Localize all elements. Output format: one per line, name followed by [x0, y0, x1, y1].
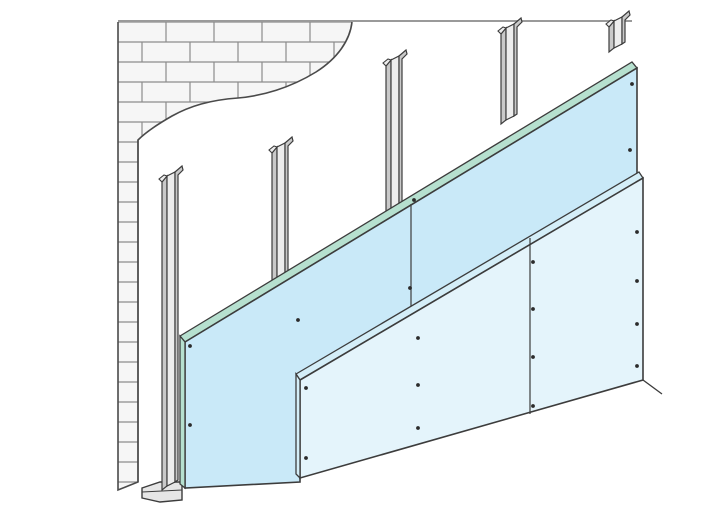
floor-corner-line: [642, 379, 663, 395]
screw: [630, 82, 634, 86]
screw: [531, 355, 535, 359]
screw: [412, 198, 416, 202]
screw: [628, 148, 632, 152]
stud-flange: [513, 16, 523, 118]
screw: [635, 230, 639, 234]
stud-face: [613, 16, 623, 49]
floor-track-edge: [141, 489, 183, 493]
stud-face: [166, 171, 176, 487]
stud-lip: [382, 58, 392, 67]
stud-lip: [158, 174, 168, 183]
stud-web: [161, 174, 168, 492]
stud-face: [505, 23, 515, 121]
floor-track: [141, 481, 183, 503]
screw: [531, 404, 535, 408]
stud-lip: [268, 145, 278, 154]
screw: [531, 307, 535, 311]
screw: [304, 386, 308, 390]
screw: [188, 423, 192, 427]
floor-track-body: [141, 481, 183, 503]
second-board-layer: [295, 171, 663, 480]
screw: [635, 322, 639, 326]
stud-web: [500, 26, 507, 126]
stud-flange: [621, 9, 631, 46]
screw: [416, 426, 420, 430]
stud-lip: [605, 19, 615, 28]
masonry-wall-face: [118, 22, 352, 490]
screw: [416, 336, 420, 340]
screw: [188, 344, 192, 348]
metal-stud: [158, 164, 184, 492]
stud-flange: [174, 164, 184, 484]
screw: [635, 279, 639, 283]
screw: [296, 318, 300, 322]
screw-pattern: [188, 82, 639, 460]
screw: [416, 383, 420, 387]
screw: [635, 364, 639, 368]
metal-stud: [605, 9, 631, 54]
stud-lip: [497, 26, 507, 35]
screw: [304, 456, 308, 460]
screw: [531, 260, 535, 264]
screw: [408, 286, 412, 290]
masonry-wall-outline: [117, 21, 353, 492]
first-board-layer-side-edge: [179, 334, 186, 490]
metal-stud: [497, 16, 523, 126]
second-board-layer-side-edge: [295, 371, 301, 480]
